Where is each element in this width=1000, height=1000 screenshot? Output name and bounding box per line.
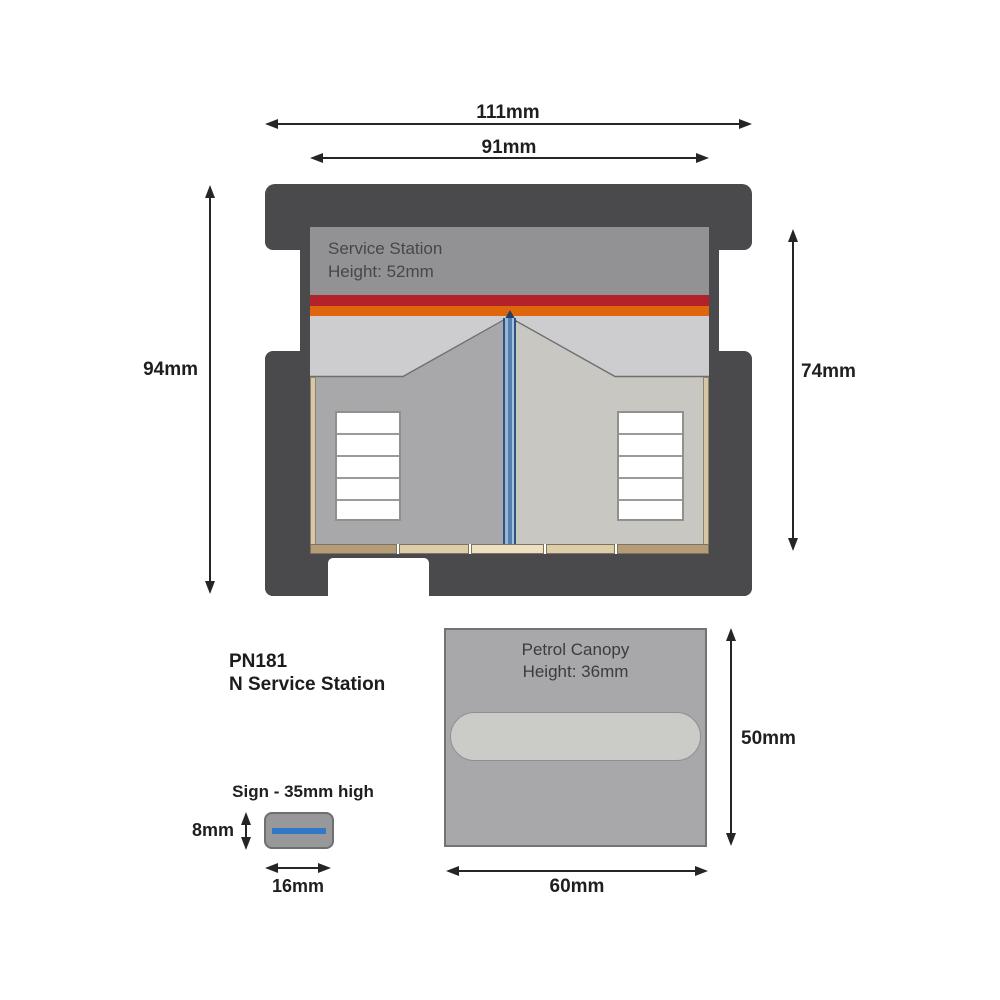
dim-label-111mm: 111mm xyxy=(476,102,540,123)
sign-blue-stripe xyxy=(272,828,326,834)
corner-trim-left xyxy=(310,377,316,545)
corner-trim-right xyxy=(703,377,709,545)
dim-arrow-8mm xyxy=(240,812,252,850)
dim-arrow-74mm xyxy=(787,229,799,551)
arrowhead-up-icon xyxy=(241,812,251,825)
kit-code: PN181 xyxy=(229,651,288,672)
arrowhead-right-icon xyxy=(739,119,752,129)
dim-label-16mm: 16mm xyxy=(271,876,325,896)
canopy-height: Height: 36mm xyxy=(522,662,629,681)
arrowhead-right-icon xyxy=(695,866,708,876)
arrowhead-up-icon xyxy=(788,229,798,242)
arrowhead-left-icon xyxy=(446,866,459,876)
arrowhead-left-icon xyxy=(265,863,278,873)
dim-arrow-111mm xyxy=(265,118,752,130)
baseboard-segment xyxy=(471,544,544,554)
dim-label-74mm: 74mm xyxy=(801,361,856,382)
baseboard-segment xyxy=(310,544,397,554)
arrowhead-down-icon xyxy=(241,837,251,850)
baseboard-segment xyxy=(399,544,469,554)
sign-title: Sign - 35mm high xyxy=(232,782,374,801)
dim-arrow-94mm xyxy=(204,185,216,594)
arrowhead-left-icon xyxy=(310,153,323,163)
baseboard-segment xyxy=(546,544,615,554)
window-right xyxy=(617,411,684,521)
arrowhead-down-icon xyxy=(726,833,736,846)
arrowhead-right-icon xyxy=(318,863,331,873)
gable-roofline xyxy=(310,316,709,378)
dim-label-60mm: 60mm xyxy=(549,876,605,897)
baseboard xyxy=(310,544,709,554)
dim-label-8mm: 8mm xyxy=(191,820,234,840)
window-left xyxy=(335,411,401,521)
arrowhead-down-icon xyxy=(205,581,215,594)
baseboard-segment xyxy=(617,544,709,554)
dim-arrow-91mm xyxy=(310,152,709,164)
arrowhead-up-icon xyxy=(726,628,736,641)
dim-label-50mm: 50mm xyxy=(741,728,796,749)
dim-label-91mm: 91mm xyxy=(481,137,537,158)
dim-label-94mm: 94mm xyxy=(143,359,198,380)
arrowhead-left-icon xyxy=(265,119,278,129)
kit-name: N Service Station xyxy=(229,674,386,695)
outline-bottom-notch xyxy=(328,558,429,604)
arrowhead-up-icon xyxy=(205,185,215,198)
canopy-title: Petrol Canopy xyxy=(521,640,630,659)
canopy-pill-cutout xyxy=(450,712,701,761)
arrowhead-right-icon xyxy=(696,153,709,163)
dim-arrow-50mm xyxy=(725,628,737,846)
arrowhead-down-icon xyxy=(788,538,798,551)
station-header-panel xyxy=(310,227,709,295)
dim-arrow-16mm xyxy=(265,862,331,874)
station-height: Height: 52mm xyxy=(328,262,434,281)
center-pillar-blue xyxy=(503,318,516,544)
dim-arrow-60mm xyxy=(446,865,708,877)
station-title: Service Station xyxy=(328,239,443,258)
fascia-red-stripe xyxy=(310,295,709,306)
